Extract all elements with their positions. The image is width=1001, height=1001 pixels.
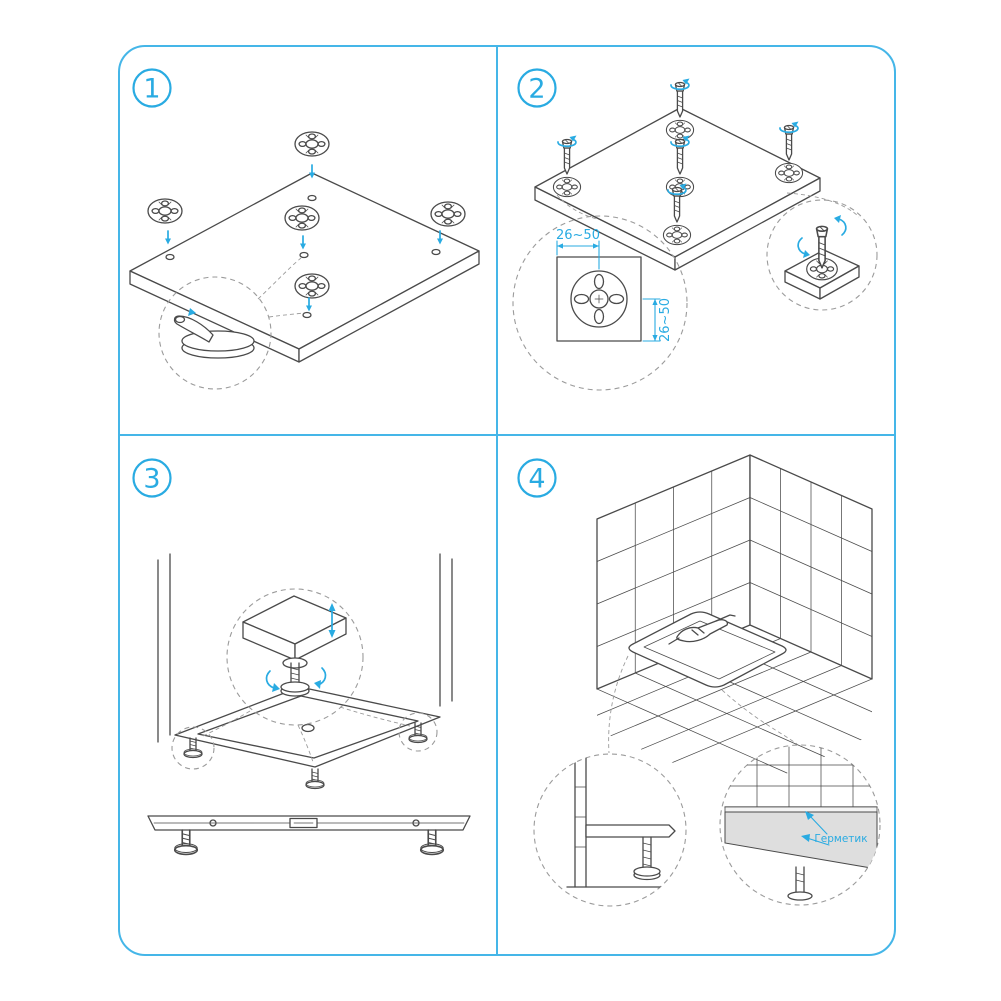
dimension-horizontal: 26~50 [556,228,600,270]
foot-detail [173,308,255,359]
shower-tray [628,611,787,688]
rotation-arrow-icon [838,218,847,236]
callout-arrow-icon [805,811,814,820]
detail-circle-dimensions [512,215,688,391]
foot-highlight-circle [171,726,215,770]
detail-circle-foot [158,276,272,390]
step-2-number: 2 [528,74,545,105]
sealant-detail: Герметик [724,746,878,901]
tray-frame [171,686,441,790]
leader-line [608,655,629,754]
step-3-badge: 3 [132,458,172,498]
sealant-bead [724,806,878,813]
mounting-plate-icon [552,176,582,198]
panel-step-4: 4 [517,454,881,907]
dimension-label: 26~50 [658,298,673,342]
foot-highlight-circle [398,712,438,752]
wall-corner [157,553,453,743]
step-1-badge: 1 [132,68,172,108]
screw-holes [165,194,441,319]
tray-base-board [129,172,480,363]
panel-step-3: 3 [132,458,471,856]
step-3-number: 3 [143,464,160,495]
small-arrow-icon [188,308,196,316]
panel-step-1: 1 [129,68,480,390]
step-3-badge-circle [132,458,172,498]
outer-border [118,45,896,956]
screwing-detail [784,215,860,300]
step-4-number: 4 [528,464,545,495]
mounting-plate-icon [294,131,330,157]
mounting-plate-icon [665,119,695,141]
plate-top-view [556,256,642,342]
step-1-number: 1 [143,74,160,105]
hand-sealant-gun-icon [668,614,736,645]
leader-line [200,710,251,738]
step-4-badge: 4 [517,458,557,498]
tiled-floor [597,638,872,774]
rotation-arrow-icon [797,237,806,255]
screw-icon [783,124,795,161]
detail-circle-sealant [719,744,881,906]
sealant-label: Герметик [814,833,867,845]
detail-circle-wall-foot [533,753,687,907]
height-adjust-arrow-icon [328,603,336,638]
step-1-badge-circle [132,68,172,108]
detail-circle-adjustment [226,588,364,726]
step-2-badge: 2 [517,68,557,108]
sealant-callout: Герметик [801,811,868,846]
leader-line [268,312,305,318]
wall-foot-detail [566,756,686,888]
tile-grid [596,468,873,674]
dimension-label: 26~50 [556,228,600,243]
detail-circle-screwing [766,199,878,311]
leader-line [556,194,598,220]
mounting-plate-icon [147,198,183,224]
dimension-vertical: 26~50 [642,298,673,342]
callout-arrow-icon [801,834,810,842]
rotation-arrow-icon [265,670,275,689]
down-arrow-icon [164,230,172,246]
foot-adjustment-detail [242,595,347,697]
mounting-plate-icon [774,162,804,184]
leader-line [297,724,314,763]
mounting-plate-icon [284,205,320,231]
adjustable-foot-icon [419,829,445,856]
step-2-badge-circle [517,68,557,108]
mounting-plate-icon [294,273,330,299]
mounting-plate-icon [662,224,692,246]
leader-line [721,689,798,745]
step-4-badge-circle [517,458,557,498]
adjustable-foot-icon [305,768,325,790]
adjustable-foot-icon [173,829,199,856]
mounting-plate-icon [430,201,466,227]
panel-step-2: 2 [512,68,878,391]
tray-side-view [147,815,471,856]
leader-line [339,706,411,727]
sheet-frame [118,45,896,956]
